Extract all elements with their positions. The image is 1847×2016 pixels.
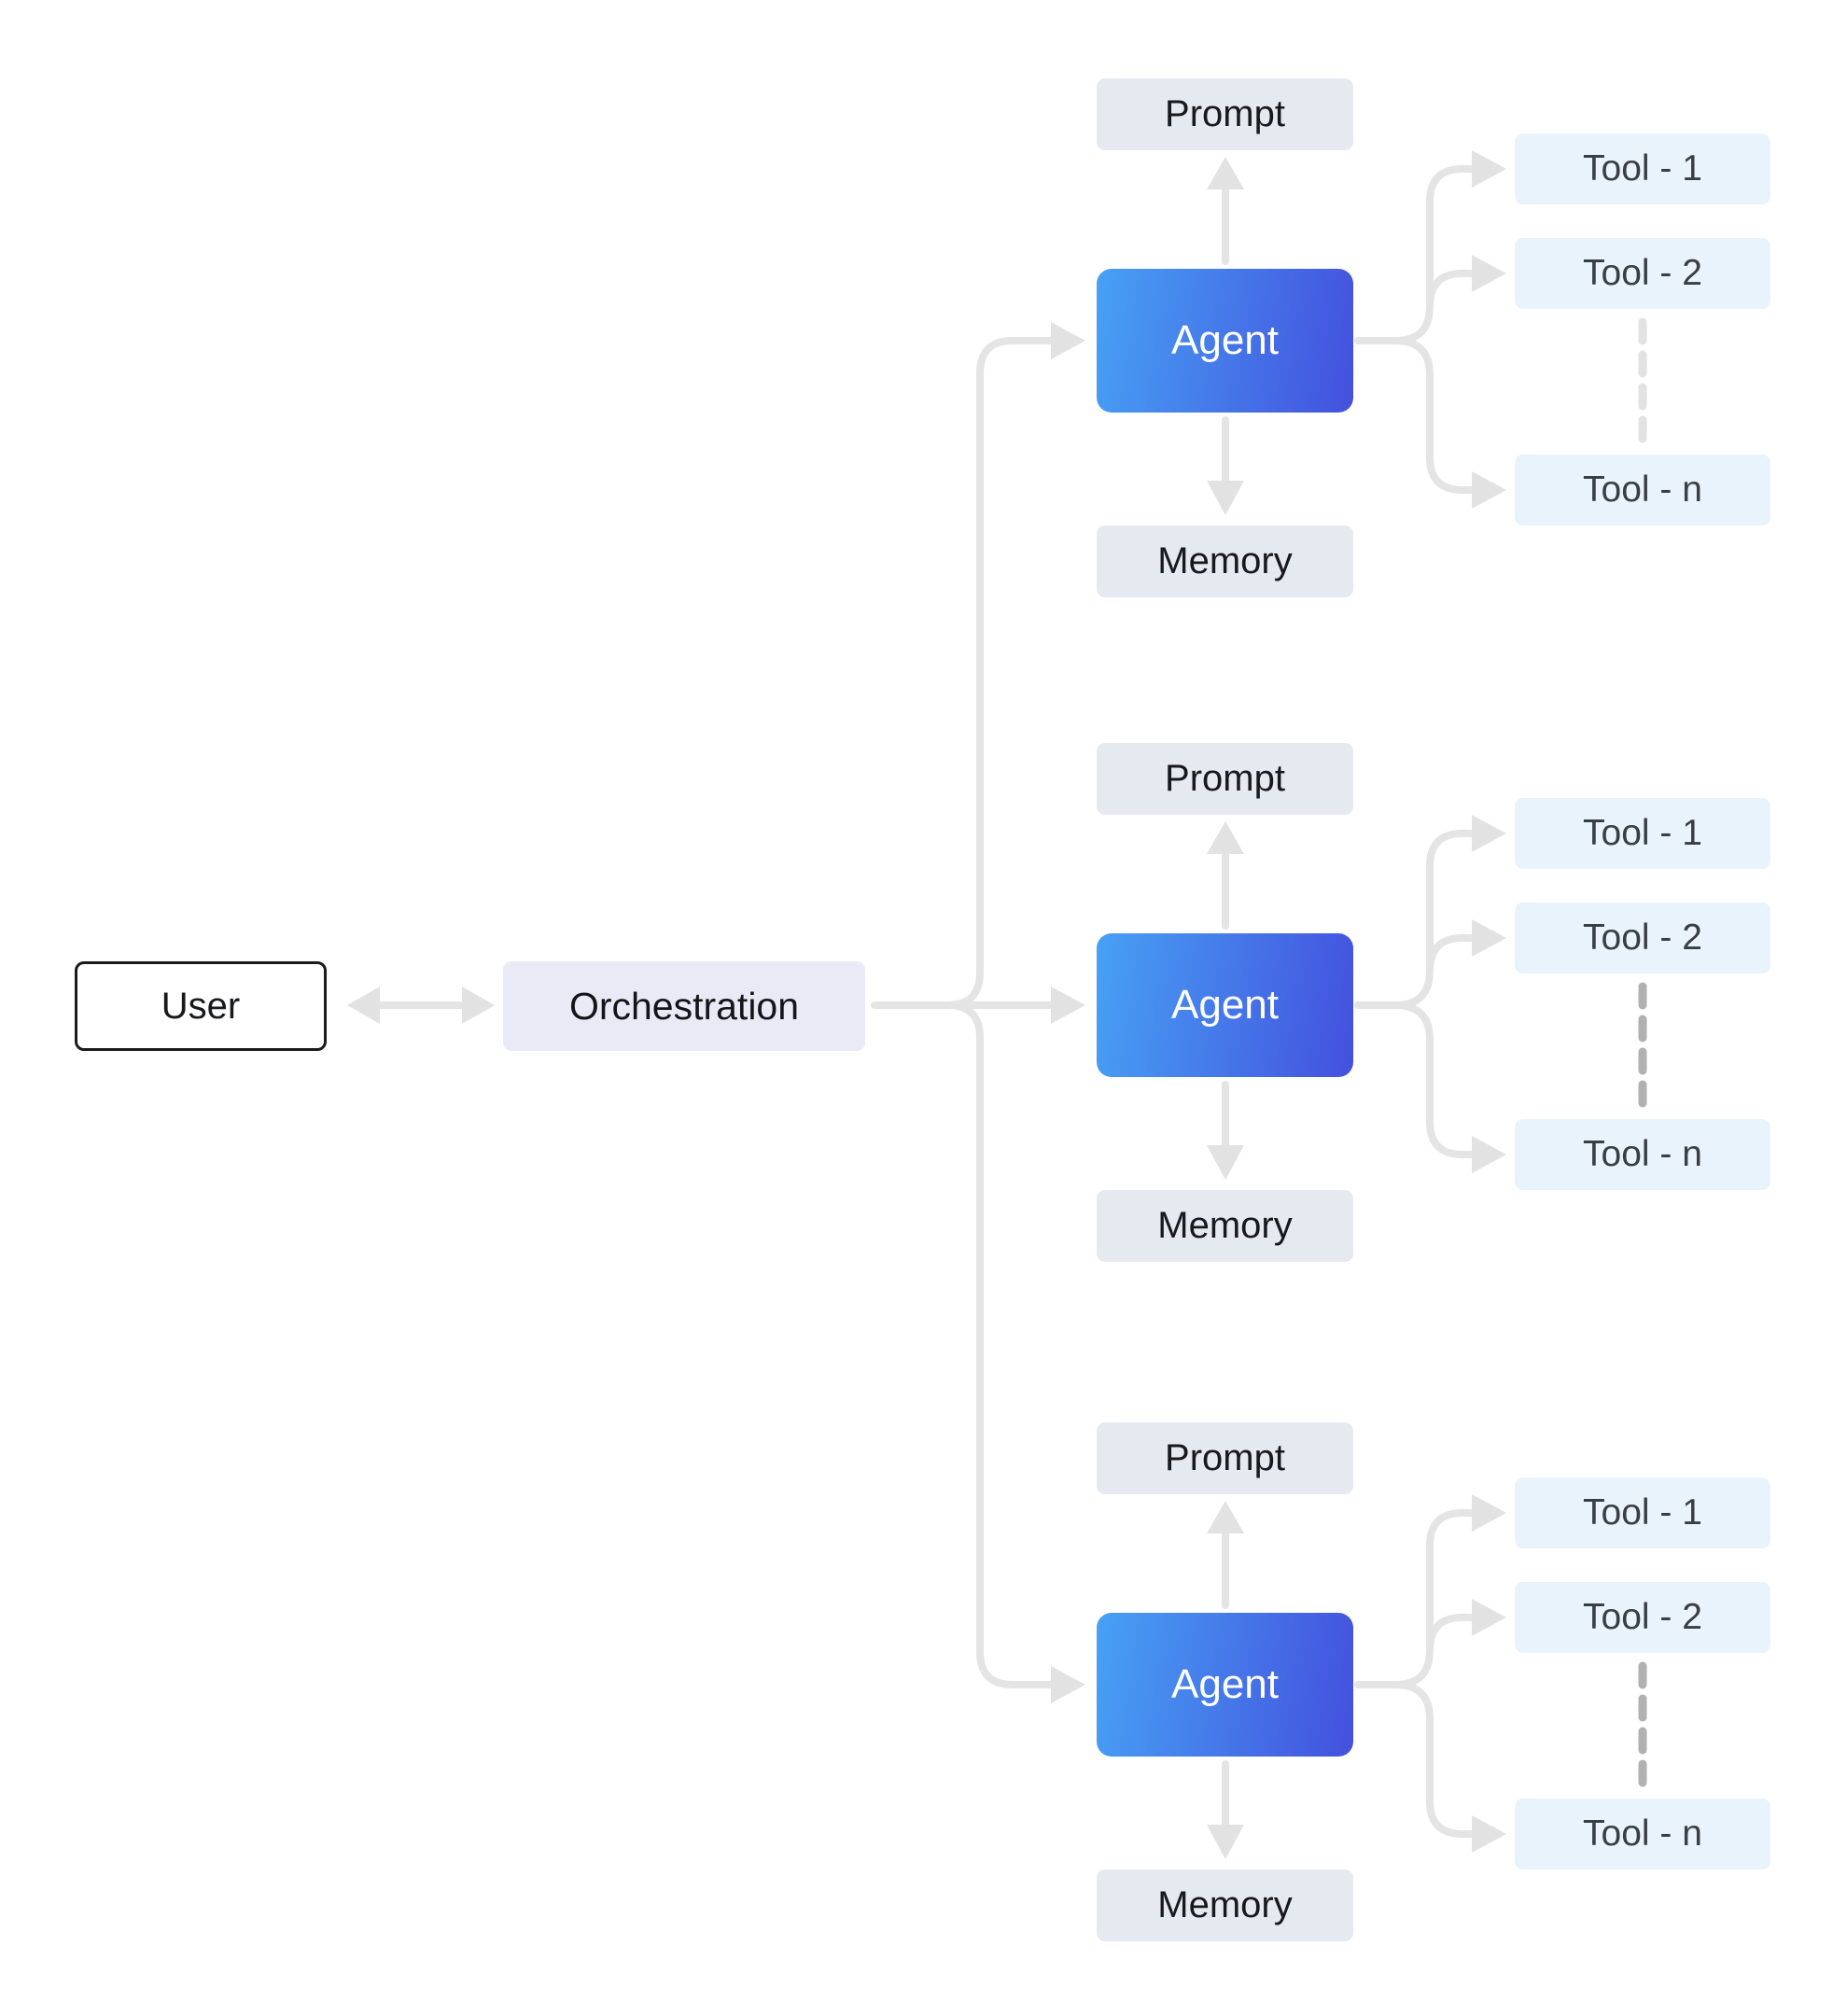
agent1-tool1-line bbox=[1392, 165, 1476, 344]
agent-label: Agent bbox=[1171, 317, 1279, 363]
tool-label: Tool - n bbox=[1583, 1813, 1702, 1854]
arrowhead-tool2-row3 bbox=[1472, 1599, 1506, 1636]
arrowhead-memory2 bbox=[1207, 1145, 1244, 1180]
memory-label: Memory bbox=[1157, 540, 1293, 581]
arrowhead-tool2-row1 bbox=[1472, 255, 1506, 292]
agent3-tool2-line bbox=[1426, 1614, 1476, 1654]
arrowhead-left-to-user bbox=[347, 987, 380, 1024]
agent2-tool2-line bbox=[1426, 934, 1476, 974]
tool-label: Tool - 2 bbox=[1583, 917, 1702, 958]
agent3-tooln-line bbox=[1392, 1681, 1476, 1838]
tool-n-node-row-2: Tool - n bbox=[1515, 1119, 1770, 1190]
agent-label: Agent bbox=[1171, 1661, 1279, 1707]
tool-1-node-row-1: Tool - 1 bbox=[1515, 133, 1770, 204]
tool-2-node-row-1: Tool - 2 bbox=[1515, 238, 1770, 309]
agent-label: Agent bbox=[1171, 982, 1279, 1028]
prompt-label: Prompt bbox=[1165, 1437, 1285, 1478]
memory-node-row-3: Memory bbox=[1097, 1869, 1353, 1941]
arrowhead-right-to-orchestration bbox=[462, 987, 495, 1024]
memory-node-row-1: Memory bbox=[1097, 525, 1353, 597]
arrowhead-agent3 bbox=[1051, 1666, 1085, 1703]
orchestration-agent1-line bbox=[944, 337, 1055, 1009]
arrowhead-prompt2 bbox=[1207, 821, 1244, 854]
agent3-tool1-line bbox=[1392, 1509, 1476, 1688]
agent-node-row-1: Agent bbox=[1097, 269, 1353, 413]
prompt-label: Prompt bbox=[1165, 93, 1285, 134]
tool-label: Tool - n bbox=[1583, 1134, 1702, 1174]
arrowhead-tool1-row1 bbox=[1472, 150, 1506, 188]
tool-label: Tool - n bbox=[1583, 469, 1702, 510]
tool-label: Tool - 2 bbox=[1583, 1597, 1702, 1637]
arrowhead-agent2 bbox=[1051, 987, 1085, 1024]
arrowhead-tool2-row2 bbox=[1472, 919, 1506, 957]
prompt-node-row-3: Prompt bbox=[1097, 1422, 1353, 1494]
prompt-label: Prompt bbox=[1165, 758, 1285, 799]
memory-node-row-2: Memory bbox=[1097, 1190, 1353, 1262]
arrowhead-tooln-row3 bbox=[1472, 1815, 1506, 1853]
orchestration-node: Orchestration bbox=[503, 961, 865, 1051]
prompt-node-row-1: Prompt bbox=[1097, 78, 1353, 150]
arrowhead-tooln-row2 bbox=[1472, 1136, 1506, 1173]
user-label: User bbox=[161, 985, 241, 1027]
agent1-tool2-line bbox=[1426, 270, 1476, 310]
tool-1-node-row-2: Tool - 1 bbox=[1515, 798, 1770, 869]
arrowhead-tool1-row2 bbox=[1472, 815, 1506, 852]
agent-node-row-2: Agent bbox=[1097, 933, 1353, 1077]
orchestration-agent3-line bbox=[944, 1001, 1055, 1688]
arrowhead-agent1 bbox=[1051, 322, 1085, 359]
arrowhead-memory3 bbox=[1207, 1825, 1244, 1859]
tool-n-node-row-1: Tool - n bbox=[1515, 455, 1770, 525]
orchestration-label: Orchestration bbox=[568, 984, 800, 1028]
memory-label: Memory bbox=[1157, 1884, 1293, 1925]
agent2-tool1-line bbox=[1392, 830, 1476, 1009]
tool-2-node-row-3: Tool - 2 bbox=[1515, 1582, 1770, 1653]
agent1-tooln-line bbox=[1392, 337, 1476, 494]
tool-2-node-row-2: Tool - 2 bbox=[1515, 903, 1770, 973]
arrowhead-tooln-row1 bbox=[1472, 471, 1506, 509]
agent-node-row-3: Agent bbox=[1097, 1613, 1353, 1757]
arrowhead-memory1 bbox=[1207, 481, 1244, 515]
tool-label: Tool - 2 bbox=[1583, 253, 1702, 293]
tool-n-node-row-3: Tool - n bbox=[1515, 1799, 1770, 1869]
memory-label: Memory bbox=[1157, 1205, 1293, 1246]
arrowhead-prompt3 bbox=[1207, 1501, 1244, 1533]
arrowhead-tool1-row3 bbox=[1472, 1494, 1506, 1532]
user-node: User bbox=[75, 961, 327, 1051]
agent2-tooln-line bbox=[1392, 1001, 1476, 1158]
tool-label: Tool - 1 bbox=[1583, 1492, 1702, 1533]
prompt-node-row-2: Prompt bbox=[1097, 743, 1353, 815]
arrowhead-prompt1 bbox=[1207, 157, 1244, 189]
tool-label: Tool - 1 bbox=[1583, 813, 1702, 853]
tool-1-node-row-3: Tool - 1 bbox=[1515, 1477, 1770, 1548]
tool-label: Tool - 1 bbox=[1583, 148, 1702, 189]
